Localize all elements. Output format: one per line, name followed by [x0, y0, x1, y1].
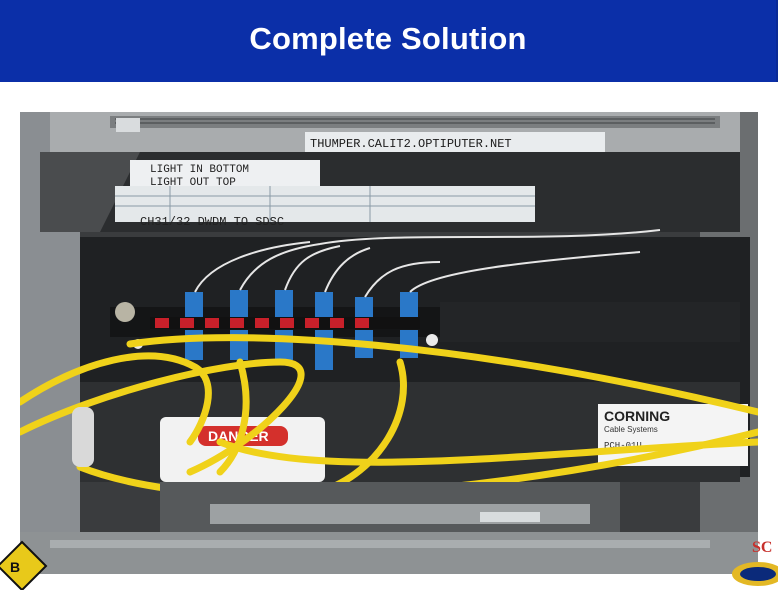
- slide-title: Complete Solution: [249, 21, 527, 56]
- circuit-text: CH31/32 DWDM TO SDSC: [140, 215, 284, 229]
- logo-right-text: SC: [752, 539, 772, 556]
- light-label: [130, 160, 320, 190]
- circuit-table-label: [115, 186, 535, 222]
- hostname-text: THUMPER.CALIT2.OPTIPUTER.NET: [310, 137, 512, 151]
- hostname-label: [305, 132, 605, 152]
- brand-sub-text: Cable Systems: [604, 425, 658, 434]
- road-sign-logo-icon: B: [0, 540, 48, 590]
- equipment-photo: THUMPER.CALIT2.OPTIPUTER.NET LIGHT IN BO…: [20, 112, 758, 574]
- fiber-patch-panel-image: THUMPER.CALIT2.OPTIPUTER.NET LIGHT IN BO…: [20, 112, 758, 574]
- brand-text: CORNING: [604, 408, 670, 424]
- panel-id-text: PCH-01U: [604, 441, 642, 451]
- corning-label: [598, 404, 748, 466]
- light-line-1: LIGHT IN BOTTOM: [150, 164, 249, 176]
- svg-text:B: B: [10, 559, 20, 575]
- title-bar: Complete Solution: [0, 0, 778, 82]
- university-seal-logo-icon: SC: [732, 539, 778, 586]
- usb-port-icon: [116, 118, 140, 132]
